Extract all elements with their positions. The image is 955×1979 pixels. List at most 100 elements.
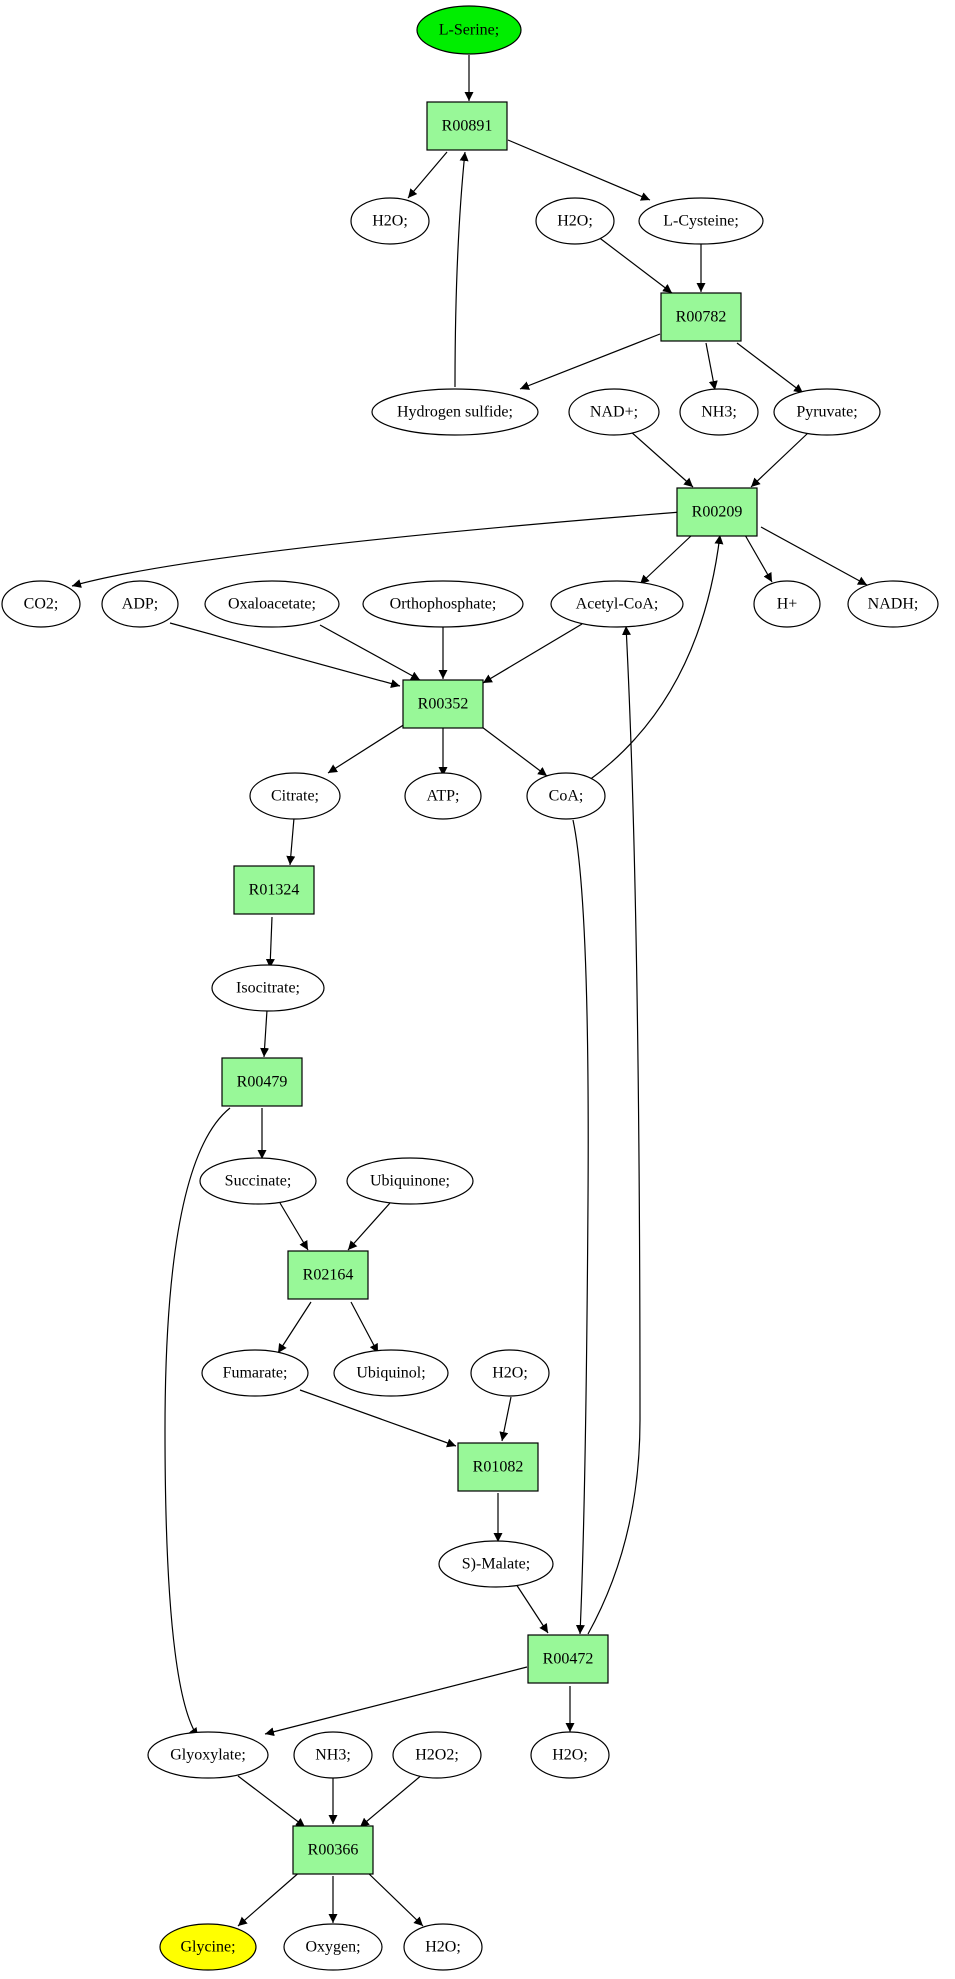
compound-shape [638,197,764,245]
edge-glyoxylate-r00366 [237,1775,306,1828]
compound-label: CoA; [549,788,584,805]
compound-shape [147,1731,269,1779]
compound-label: ATP; [427,788,460,805]
compound-coa: CoA; [526,772,606,820]
reaction-r00366: R00366 [292,1825,374,1875]
reaction-box [402,679,484,729]
edge-r00352-coa [477,723,548,777]
compound-label: NADH; [868,596,919,613]
reaction-label: R00891 [442,118,493,135]
compound-label: Pyruvate; [796,404,857,421]
edge-r00472-glyoxylate [264,1666,528,1737]
compound-acetyl-coa: Acetyl-CoA; [550,580,684,628]
edge-h2o2-r00366 [359,1773,424,1828]
compound-shape [392,1731,482,1779]
compound-oxygen: Oxygen; [283,1923,383,1971]
compound-shape [371,388,539,436]
compound-shape [249,772,341,820]
edge-r00352-citrate [327,723,406,774]
compound-shape [773,388,881,436]
compound-h2o2: H2O2; [392,1731,482,1779]
edge-nad-r00209 [629,430,694,488]
compound-shape [346,1157,474,1205]
reaction-r00352: R00352 [402,679,484,729]
edges [71,55,868,1927]
compound-h2o: H2O; [403,1923,483,1971]
reaction-box [527,1634,609,1684]
reaction-box [457,1442,539,1492]
compound-shape [1,580,81,628]
compound-co2: CO2; [1,580,81,628]
compound-label: H2O; [425,1939,461,1956]
edge-h2o-r01082 [499,1396,512,1442]
compound-shape [101,580,179,628]
compound-ubiquinone: Ubiquinone; [346,1157,474,1205]
compound-shape [403,1923,483,1971]
edge-h2s-r00891 [454,151,469,388]
compound-label: NH3; [315,1747,351,1764]
edge-r00782-h2s [519,333,661,390]
compound-h2o: H2O; [535,197,615,245]
edge-r00782-pyruvate [736,342,804,394]
edge-r00209-nadh [760,526,868,586]
compound-shape [530,1731,610,1779]
edge-isocitrate-r00479 [260,1009,270,1058]
compound-shape [350,197,430,245]
compound-shape [438,1540,554,1588]
edge-citrate-r01324 [286,817,296,866]
compound-label: ADP; [122,596,158,613]
compound-h-plus: H+ [753,580,821,628]
compound-shape [526,772,606,820]
edge-r00472-acetylcoa [587,625,641,1635]
compound-label: NH3; [701,404,737,421]
compound-nh3: NH3; [679,388,759,436]
compound-pyruvate: Pyruvate; [773,388,881,436]
compound-shape [283,1923,383,1971]
compound-s-malate: S)-Malate; [438,1540,554,1588]
reaction-r01082: R01082 [457,1442,539,1492]
compound-label: NAD+; [590,404,638,421]
reaction-r00472: R00472 [527,1634,609,1684]
reaction-label: R00782 [676,309,727,326]
reaction-label: R00479 [237,1074,288,1091]
compound-nadh: NADH; [847,580,939,628]
compound-label: Glyoxylate; [170,1747,246,1764]
compound-orthophosphate: Orthophosphate; [362,580,524,628]
edge-r02164-ubiquinol [350,1301,379,1354]
compound-l-serine: L-Serine; [416,5,522,55]
compound-shape [679,388,759,436]
compound-oxaloacetate: Oxaloacetate; [204,580,340,628]
compound-label: Isocitrate; [236,980,300,997]
edge-r00209-hplus [744,534,773,583]
reaction-label: R01082 [473,1459,524,1476]
compound-citrate: Citrate; [249,772,341,820]
compound-label: H2O; [552,1747,588,1764]
compound-label: H2O; [557,213,593,230]
edge-r01324-isocitrate [265,916,275,969]
compound-shape [535,197,615,245]
edge-r00891-h2o [407,151,448,199]
compound-shape [199,1157,317,1205]
edge-r00479-glyoxylate [164,1107,231,1738]
reaction-r01324: R01324 [233,865,315,915]
nodes: L-Serine; R00891 H2O; L-Cysteine; H2O; R… [1,5,939,1971]
compound-shape [404,772,482,820]
reaction-r00782: R00782 [660,292,742,342]
compound-ubiquinol: Ubiquinol; [333,1349,449,1397]
compound-label: H2O2; [415,1747,459,1764]
compound-glyoxylate: Glyoxylate; [147,1731,269,1779]
reaction-label: R02164 [303,1267,354,1284]
edge-ubiquinone-r02164 [347,1202,391,1251]
reaction-box [292,1825,374,1875]
reaction-box [287,1250,369,1300]
compound-label: S)-Malate; [462,1556,530,1573]
compound-label: Glycine; [180,1939,235,1956]
compound-isocitrate: Isocitrate; [211,964,325,1012]
edge-r00891-cysteine [507,139,651,201]
reaction-label: R00209 [692,504,743,521]
reaction-box [233,865,315,915]
compound-nad: NAD+; [568,388,660,436]
reaction-box [676,487,758,537]
edge-pyruvate-r00209 [750,432,809,488]
